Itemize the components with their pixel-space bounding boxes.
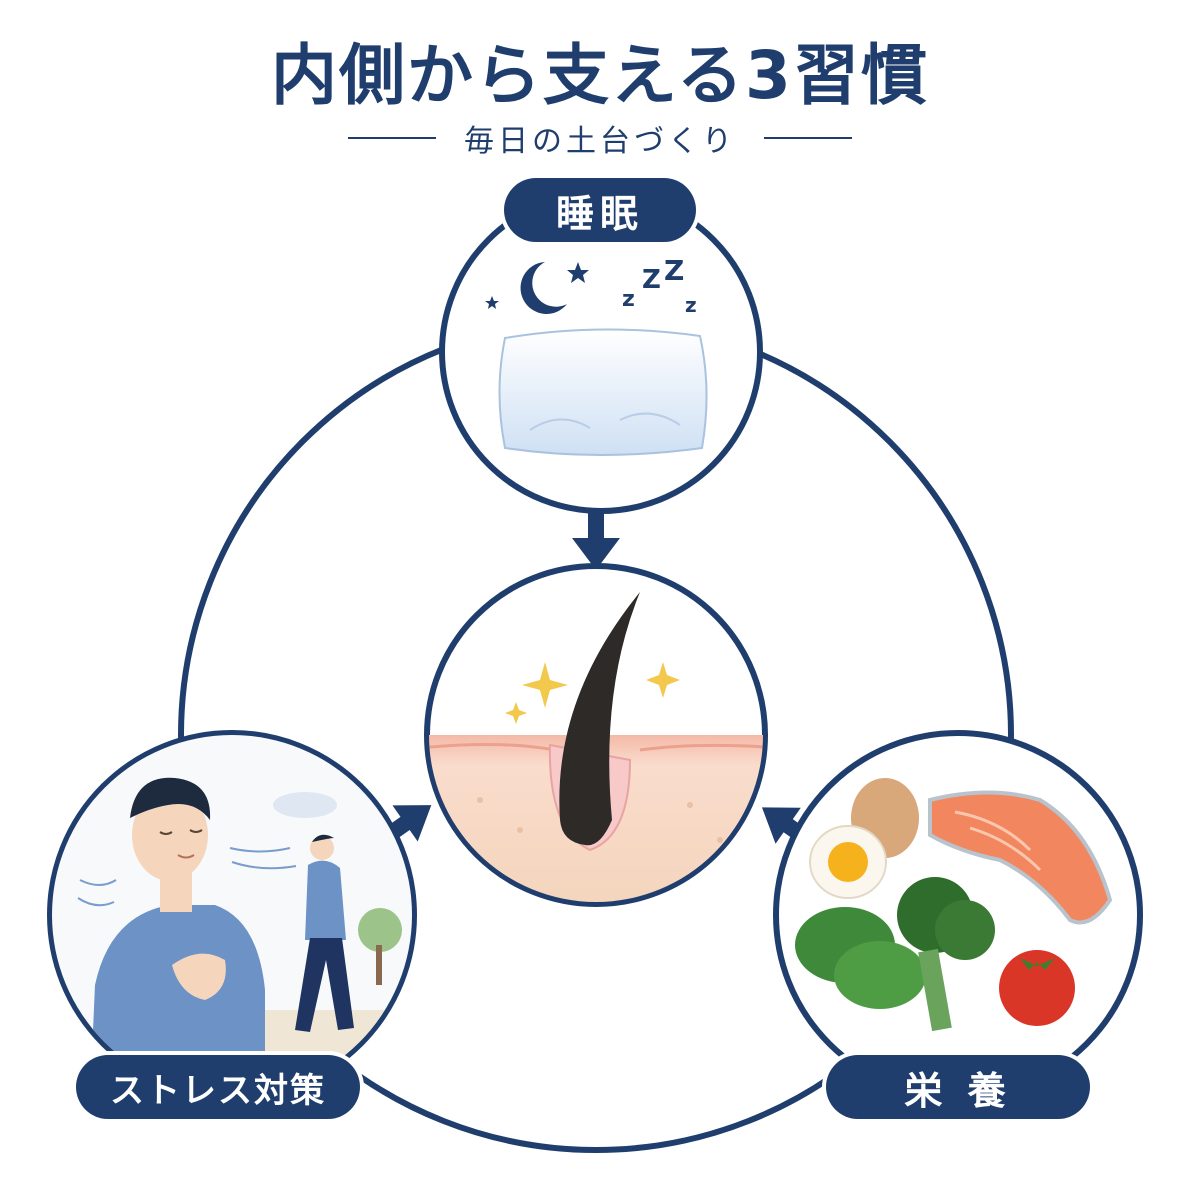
nutrition-label: 栄 養 [826, 1055, 1090, 1119]
sparkle-icon [505, 702, 527, 724]
tomato-icon [999, 950, 1075, 1026]
sleep-node: z Z Z z [439, 190, 763, 514]
star-icon [567, 262, 589, 283]
subtitle-row: 毎日の土台づくり [0, 116, 1200, 160]
hair-strand-icon [559, 592, 640, 846]
page-title: 内側から支える3習慣 [271, 37, 929, 114]
zzz-icon: Z [642, 265, 661, 295]
subtitle-line-left [348, 137, 436, 139]
person-body-icon [90, 905, 265, 1095]
nutrition-node [773, 730, 1143, 1100]
hair-root-node [424, 563, 768, 907]
salmon-icon [928, 790, 1113, 925]
walker-icon [305, 860, 346, 940]
stress-node [47, 730, 417, 1100]
sparkle-icon [646, 662, 680, 698]
star-icon [485, 296, 499, 309]
page-subtitle: 毎日の土台づくり [464, 124, 736, 159]
subtitle-line-right [764, 137, 852, 139]
zzz-icon: Z [664, 254, 684, 287]
sparkle-icon [522, 662, 568, 708]
zzz-icon: z [622, 287, 635, 312]
sleep-label: 睡眠 [504, 178, 696, 242]
stress-label: ストレス対策 [76, 1055, 360, 1119]
pillow-icon [498, 328, 708, 456]
moon-icon [520, 262, 567, 314]
cloud-icon [273, 792, 337, 818]
zzz-icon: z [685, 293, 697, 317]
